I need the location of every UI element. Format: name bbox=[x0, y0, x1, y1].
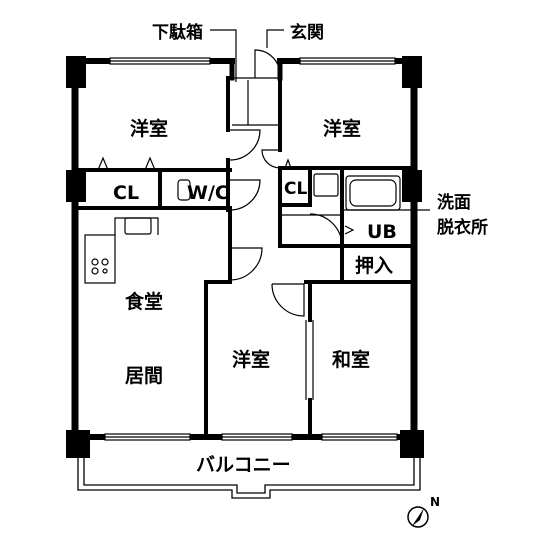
japanese-room-label: 和室 bbox=[332, 348, 370, 371]
dining-label: 食堂 bbox=[125, 290, 163, 313]
windows bbox=[104, 57, 398, 441]
entrance-label: 玄関 bbox=[290, 22, 324, 43]
balcony-label: バルコニー bbox=[196, 454, 291, 476]
washbasin-icon bbox=[313, 173, 339, 197]
washroom-label-line1: 洗面 bbox=[437, 192, 471, 213]
outer-walls bbox=[71, 58, 418, 449]
storage-closet-label: 押入 bbox=[355, 254, 393, 277]
closet-right-label: CL bbox=[284, 179, 307, 199]
unit-bath-label: UB bbox=[367, 221, 397, 243]
sink-icon bbox=[124, 217, 152, 235]
interior-walls bbox=[73, 76, 416, 439]
columns bbox=[66, 56, 424, 458]
doors bbox=[97, 49, 343, 317]
thin-partitions bbox=[232, 77, 342, 400]
washroom-label-line2: 脱衣所 bbox=[437, 217, 488, 238]
callout-lines bbox=[210, 29, 430, 211]
balcony-outline bbox=[77, 455, 421, 499]
western-room-ne-label: 洋室 bbox=[323, 117, 361, 140]
stove-counter bbox=[84, 234, 116, 284]
bathtub-icon bbox=[345, 175, 401, 211]
burner-icon bbox=[91, 258, 99, 266]
living-label: 居間 bbox=[125, 365, 163, 387]
shoe-cabinet-label: 下駄箱 bbox=[152, 22, 203, 43]
north-label: N bbox=[430, 495, 440, 509]
toilet-icon bbox=[177, 179, 191, 201]
walk-in-closet-label: W/C bbox=[187, 182, 229, 204]
closet-left-label: CL bbox=[113, 182, 139, 204]
western-room-s-label: 洋室 bbox=[232, 348, 270, 371]
north-arrow-icon: N bbox=[407, 495, 440, 528]
western-room-nw-label: 洋室 bbox=[130, 117, 168, 140]
